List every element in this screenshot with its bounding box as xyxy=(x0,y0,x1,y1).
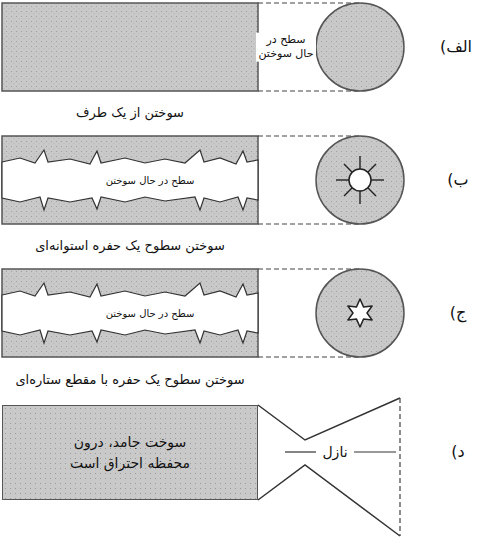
star-hole xyxy=(348,299,372,327)
crack-lines xyxy=(336,156,384,204)
grain-section xyxy=(316,3,404,91)
burning-surface-label: سطح در حال سوختن xyxy=(104,174,197,187)
fuel-grain-box: سوخت جامد، درون محفظه احتراق است xyxy=(2,405,258,500)
row-letter: الف) xyxy=(440,37,472,58)
end-burning-grain xyxy=(2,3,404,91)
projection-line xyxy=(258,135,360,136)
nozzle-label: نازل xyxy=(320,443,349,461)
row-letter: د) xyxy=(451,442,464,463)
grain-body xyxy=(2,136,258,224)
burning-surface-label: سطح در حال سوختن xyxy=(256,33,316,62)
burning-surface-label: سطح در حال سوختن xyxy=(104,307,197,320)
grain-body xyxy=(2,3,258,91)
caption-text: سوختن سطوح یک حفره استوانه‌ای xyxy=(35,238,225,255)
projection-line xyxy=(258,223,360,224)
leader-line xyxy=(354,451,396,452)
node-text: سوخت جامد، درون محفظه احتراق است xyxy=(55,432,205,473)
cylindrical-bore-grain xyxy=(2,136,404,224)
star-bore-grain xyxy=(2,269,404,357)
caption-text: سوختن سطوح یک حفره با مقطع ستاره‌ای xyxy=(15,372,244,389)
grain-section xyxy=(316,136,404,224)
nozzle-drawing xyxy=(258,398,400,536)
nozzle-exit xyxy=(399,398,400,536)
leader-line xyxy=(285,451,316,452)
row-letter: ج) xyxy=(450,303,467,324)
grain-body xyxy=(2,269,258,357)
nozzle-wall xyxy=(258,465,400,536)
burnt-outline xyxy=(258,2,360,3)
bore-cavity xyxy=(2,150,258,210)
projection-line xyxy=(258,356,360,357)
row-letter: ب) xyxy=(447,170,468,191)
nozzle-wall xyxy=(258,398,400,440)
burnt-outline xyxy=(258,90,360,91)
bore-hole xyxy=(349,169,371,191)
caption-text: سوختن از یک طرف xyxy=(76,105,184,122)
grain-section xyxy=(316,269,404,357)
projection-line xyxy=(258,268,360,269)
bore-cavity xyxy=(2,283,258,343)
